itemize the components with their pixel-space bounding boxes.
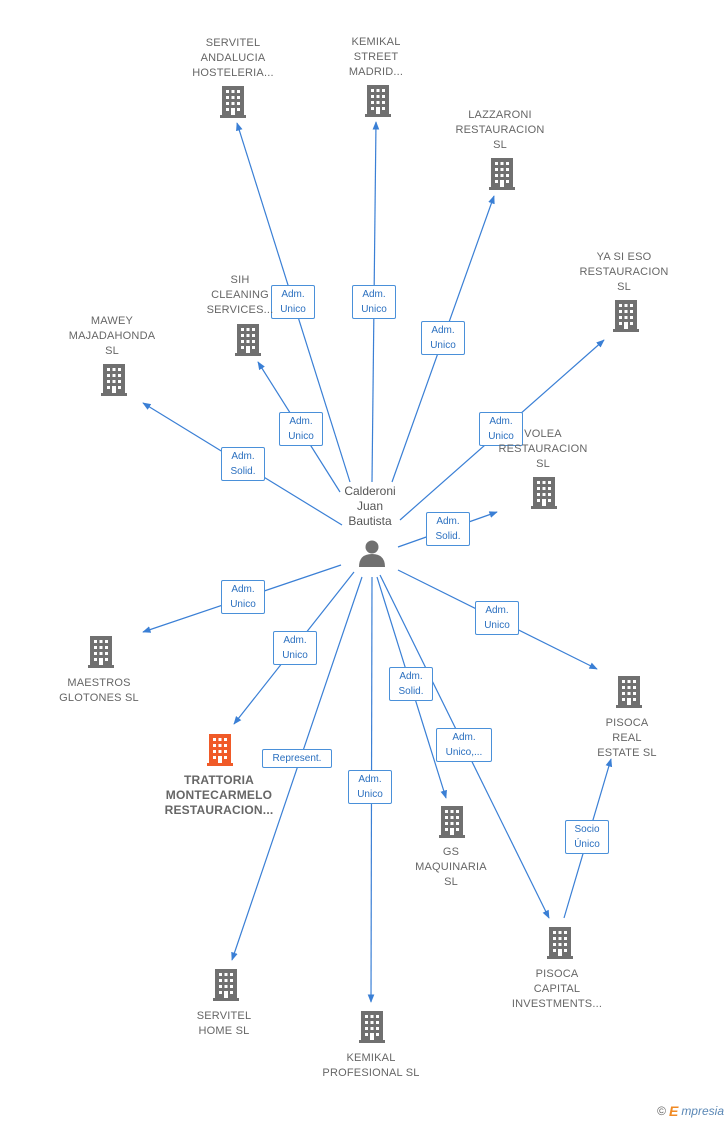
building-icon[interactable] [101,364,127,396]
company-label-trattoria[interactable]: TRATTORIA MONTECARMELO RESTAURACION... [164,773,274,817]
building-icon[interactable] [365,85,391,117]
edge-label-maestros[interactable]: Adm. Unico [221,580,265,614]
company-label-pisoca_real[interactable]: PISOCA REAL ESTATE SL [597,717,657,759]
edge-label-gs_maquinaria[interactable]: Adm. Solid. [389,667,433,701]
edge-label-kemikal_street[interactable]: Adm. Unico [352,285,396,319]
company-label-volea[interactable]: VOLEA RESTAURACION SL [498,428,588,470]
company-label-ya_si_eso[interactable]: YA SI ESO RESTAURACION SL [579,251,669,293]
company-label-sih_cleaning[interactable]: SIH CLEANING SERVICES... [206,274,274,316]
edge-label-pisoca_capital[interactable]: Adm. Unico,... [436,728,492,762]
company-label-gs_maquinaria[interactable]: GS MAQUINARIA SL [415,846,487,888]
edge-label-ya_si_eso[interactable]: Adm. Unico [479,412,523,446]
edge-label-kemikal_profesional[interactable]: Adm. Unico [348,770,392,804]
company-label-maestros[interactable]: MAESTROS GLOTONES SL [59,677,139,704]
edge-label-volea[interactable]: Adm. Solid. [426,512,470,546]
company-label-lazzaroni[interactable]: LAZZARONI RESTAURACION SL [455,109,545,151]
edge-label-sih_cleaning[interactable]: Adm. Unico [279,412,323,446]
building-icon[interactable] [616,676,642,708]
center-person-name[interactable]: Calderoni Juan Bautista [344,484,396,528]
edge-line-servitel_home [231,576,363,961]
company-label-mawey[interactable]: MAWEY MAJADAHONDA SL [68,315,156,357]
building-icon[interactable] [207,734,233,766]
building-icon[interactable] [489,158,515,190]
edge-label-pisoca_real[interactable]: Adm. Unico [475,601,519,635]
edge-label-lazzaroni[interactable]: Adm. Unico [421,321,465,355]
company-label-servitel_home[interactable]: SERVITEL HOME SL [196,1010,252,1037]
building-icon[interactable] [88,636,114,668]
building-icon[interactable] [213,969,239,1001]
building-icon[interactable] [220,86,246,118]
person-icon[interactable] [359,540,385,568]
brand-initial: E [668,1103,679,1119]
building-icon[interactable] [359,1011,385,1043]
company-label-pisoca_capital[interactable]: PISOCA CAPITAL INVESTMENTS... [511,968,603,1010]
brand-name: mpresia [681,1104,724,1118]
copyright-icon: © [657,1104,666,1118]
building-icon[interactable] [547,927,573,959]
company-label-kemikal_profesional[interactable]: KEMIKAL PROFESIONAL SL [322,1052,420,1079]
company-label-kemikal_street[interactable]: KEMIKAL STREET MADRID... [348,36,404,78]
edge-label-mawey[interactable]: Adm. Solid. [221,447,265,481]
building-icon[interactable] [235,324,261,356]
building-icon[interactable] [531,477,557,509]
company-label-servitel_andalucia[interactable]: SERVITEL ANDALUCIA HOSTELERIA... [192,37,274,79]
building-icon[interactable] [439,806,465,838]
edge-label-trattoria[interactable]: Adm. Unico [273,631,317,665]
building-icon[interactable] [613,300,639,332]
edge-label-pisoca_capital-to-pisoca_real[interactable]: Socio Único [565,820,609,854]
edge-label-servitel_home[interactable]: Represent. [262,749,332,768]
edge-label-servitel_andalucia[interactable]: Adm. Unico [271,285,315,319]
